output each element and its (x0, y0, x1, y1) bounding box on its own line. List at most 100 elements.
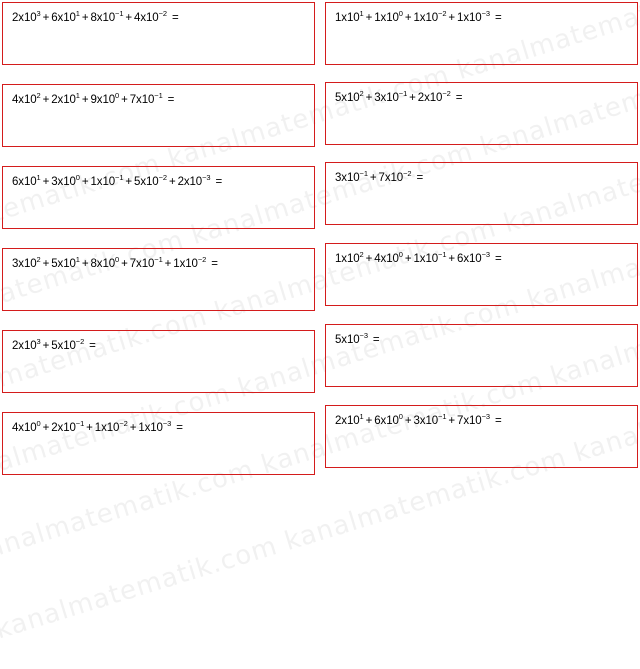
exercise-box: 2x103+6x101+8x10−1+4x10−2= (2, 2, 315, 65)
term: 8x10−1 (90, 10, 124, 24)
term: 1x10−3 (457, 9, 490, 24)
term: 1x10−2 (413, 10, 447, 24)
plus-sign: + (129, 422, 137, 434)
term-base: 1x10 (94, 422, 120, 434)
term-base: 4x10 (374, 253, 399, 265)
term: 4x102 (12, 91, 41, 106)
expression: 1x102+4x100+1x10−1+6x10−3= (335, 250, 504, 265)
term-exponent: 2 (36, 255, 41, 264)
plus-sign: + (369, 172, 377, 184)
plus-sign: + (121, 258, 128, 270)
term: 2x101 (51, 92, 80, 106)
plus-sign: + (81, 12, 89, 24)
term-exponent: 3 (36, 9, 41, 18)
expression: 2x101+6x100+3x10−1+7x10−3= (335, 412, 504, 427)
term-exponent: 0 (398, 412, 403, 421)
term-exponent: 1 (36, 173, 41, 182)
term: 3x10−1 (335, 169, 368, 184)
term-base: 2x10 (335, 415, 360, 427)
equals-sign: = (211, 258, 218, 270)
expression: 4x100+2x10−1+1x10−2+1x10−3= (12, 419, 185, 434)
term-base: 4x10 (12, 94, 37, 106)
exercise-box: 4x102+2x101+9x100+7x10−1= (2, 84, 315, 147)
term-exponent: −2 (119, 419, 128, 428)
term-base: 6x10 (12, 176, 37, 188)
plus-sign: + (121, 94, 128, 106)
plus-sign: + (404, 253, 412, 265)
term: 1x102 (335, 251, 364, 265)
expression: 3x102+5x101+8x100+7x10−1+1x10−2= (12, 255, 220, 270)
term: 7x10−1 (130, 92, 163, 106)
term-base: 6x10 (457, 253, 482, 265)
term: 4x100 (12, 420, 41, 434)
term-exponent: 2 (359, 89, 364, 98)
term: 2x103 (12, 9, 41, 24)
term-exponent: −2 (158, 9, 167, 18)
expression: 3x10−1+7x10−2= (335, 169, 425, 184)
term-exponent: −3 (359, 331, 368, 340)
term: 3x102 (12, 255, 41, 270)
term: 6x101 (12, 173, 41, 188)
term: 5x10−2 (51, 338, 84, 352)
exercise-box: 5x102+3x10−1+2x10−2= (325, 82, 638, 145)
equals-sign: = (494, 415, 502, 427)
term-base: 1x10 (335, 12, 360, 24)
term-exponent: 1 (75, 9, 80, 18)
term-exponent: 1 (359, 9, 364, 18)
term: 6x100 (374, 412, 403, 427)
term: 1x101 (335, 9, 364, 24)
term-base: 1x10 (138, 422, 163, 434)
term-base: 2x10 (12, 12, 37, 24)
expression: 5x102+3x10−1+2x10−2= (335, 89, 464, 104)
term: 2x10−2 (417, 89, 451, 104)
plus-sign: + (365, 12, 373, 24)
plus-sign: + (42, 94, 50, 106)
expression: 4x102+2x101+9x100+7x10−1= (12, 91, 176, 106)
term: 5x10−2 (134, 174, 167, 188)
equals-sign: = (494, 253, 502, 265)
equals-sign: = (167, 94, 175, 106)
plus-sign: + (42, 422, 50, 434)
term-base: 8x10 (90, 12, 116, 24)
plus-sign: + (448, 415, 456, 427)
plus-sign: + (42, 12, 50, 24)
equals-sign: = (455, 92, 463, 104)
term-exponent: −1 (359, 169, 368, 178)
term-base: 3x10 (374, 92, 399, 104)
term-base: 1x10 (413, 253, 439, 265)
term-base: 7x10 (457, 415, 482, 427)
term-base: 1x10 (413, 12, 439, 24)
term-exponent: −3 (481, 412, 490, 421)
plus-sign: + (404, 12, 412, 24)
term-exponent: −3 (481, 9, 490, 18)
plus-sign: + (168, 176, 176, 188)
term: 2x10−3 (178, 174, 211, 188)
term-base: 2x10 (12, 340, 37, 352)
term-exponent: −2 (197, 255, 207, 264)
plus-sign: + (81, 258, 89, 270)
term-base: 3x10 (51, 176, 76, 188)
term-exponent: 0 (75, 173, 80, 182)
plus-sign: + (365, 253, 373, 265)
term-exponent: 0 (115, 255, 120, 264)
exercise-box: 2x103+5x10−2= (2, 330, 315, 393)
term-base: 1x10 (173, 258, 198, 270)
equals-sign: = (176, 422, 183, 434)
exercise-box: 6x101+3x100+1x10−1+5x10−2+2x10−3= (2, 166, 315, 229)
plus-sign: + (448, 12, 456, 24)
plus-sign: + (125, 12, 133, 24)
term-exponent: −2 (442, 89, 451, 98)
term-base: 1x10 (335, 253, 360, 265)
exercise-box: 3x10−1+7x10−2= (325, 162, 638, 225)
plus-sign: + (404, 415, 412, 427)
term: 4x100 (374, 250, 403, 265)
term-base: 2x10 (51, 422, 76, 434)
plus-sign: + (365, 415, 373, 427)
term-exponent: 2 (36, 91, 41, 100)
term-base: 2x10 (417, 92, 443, 104)
term-exponent: 0 (115, 91, 120, 100)
plus-sign: + (448, 253, 456, 265)
term-exponent: 0 (398, 250, 403, 259)
term: 5x101 (51, 256, 80, 270)
term-base: 5x10 (335, 92, 360, 104)
